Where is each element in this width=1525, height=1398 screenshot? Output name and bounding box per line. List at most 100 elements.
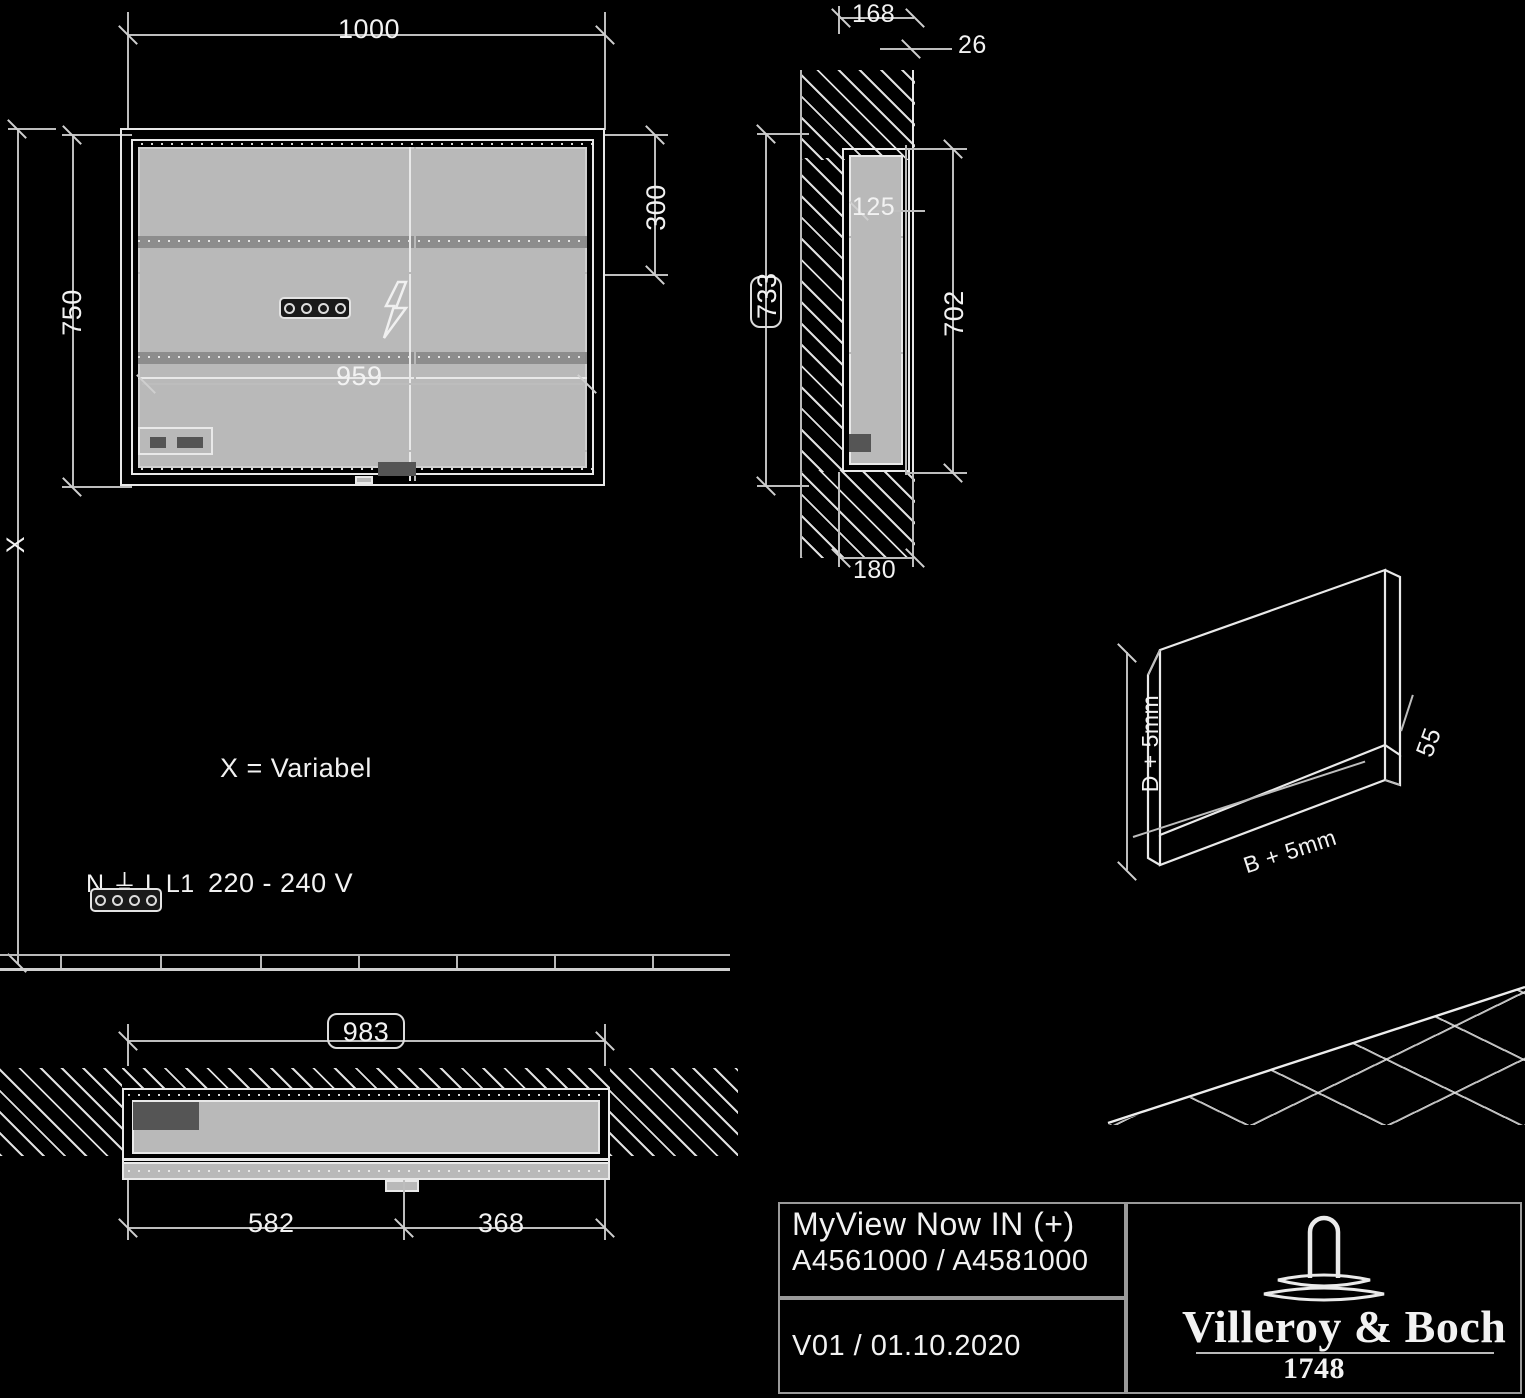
brand-year: 1748 xyxy=(1283,1352,1345,1385)
front-terminal-block xyxy=(279,297,351,319)
dim-ext-582-l xyxy=(127,1180,129,1240)
wall-face-back xyxy=(800,70,802,558)
dim-ext-300-top xyxy=(604,134,668,136)
note-terminal-hole-2 xyxy=(112,894,123,906)
dim-ext-300-bot xyxy=(604,274,668,276)
tile-mesh-edge xyxy=(1107,985,1525,1125)
dim-ext-right-1000 xyxy=(604,12,606,130)
dim-label-733: 733 xyxy=(752,272,782,319)
dim-line-300 xyxy=(654,134,656,274)
dim-label-d5: D + 5mm xyxy=(1137,694,1164,793)
dim-ext-702-b xyxy=(905,472,967,474)
terminal-hole-1 xyxy=(284,302,295,314)
dim-label-125: 125 xyxy=(852,193,896,221)
dim-ext-168-l xyxy=(838,6,840,34)
front-socket-rail xyxy=(213,450,587,452)
front-bottom-handle xyxy=(378,462,416,476)
plan-left-block xyxy=(133,1102,199,1130)
front-socket-opening-1 xyxy=(150,437,166,448)
iso-niche-view xyxy=(1146,568,1402,867)
wall-hatch-lower xyxy=(800,470,915,558)
note-terminal-hole-3 xyxy=(129,894,140,906)
plan-cabinet-inner xyxy=(132,1100,600,1154)
dim-line-125 xyxy=(855,210,925,212)
lightning-bolt-icon xyxy=(382,280,409,339)
title-article-numbers: A4561000 / A4581000 xyxy=(792,1245,1089,1277)
dim-line-26 xyxy=(880,48,952,50)
front-shelf-lower-edge xyxy=(138,377,587,379)
dim-ext-702-t xyxy=(905,148,967,150)
dim-box-983: 983 xyxy=(327,1013,405,1049)
front-door-divider-2 xyxy=(414,147,416,481)
front-socket-opening-2 xyxy=(177,437,203,448)
title-product-name: MyView Now IN (+) xyxy=(792,1206,1075,1242)
floor-line xyxy=(0,968,730,971)
front-door-divider xyxy=(409,147,411,481)
front-shelf-mid xyxy=(138,352,587,364)
wall-hatch-left xyxy=(800,158,842,472)
dim-ext-x-top xyxy=(8,128,56,130)
plan-cabinet-dots-top xyxy=(128,1094,604,1096)
dim-ext-983-r xyxy=(604,1024,606,1066)
side-shelf-2 xyxy=(849,352,903,354)
plan-hatch-top xyxy=(122,1068,610,1090)
front-frame-dot-bottom xyxy=(131,468,594,470)
wall-hatch-upper xyxy=(800,70,915,160)
note-voltage: 220 - 240 V xyxy=(208,868,354,898)
floor-tile-6 xyxy=(554,954,556,968)
front-shelf-top-dots xyxy=(138,240,587,242)
front-shelf-top xyxy=(138,236,587,248)
front-center-mark-h xyxy=(349,281,377,283)
plan-front-face xyxy=(122,1158,610,1161)
front-cabinet-outer xyxy=(120,128,605,486)
dim-ext-983-l xyxy=(127,1024,129,1066)
floor-tile-4 xyxy=(358,954,360,968)
side-cabinet-inner xyxy=(849,155,903,465)
front-bottom-marker xyxy=(355,476,373,484)
dim-ext-733-b xyxy=(757,485,809,487)
dim-ext-mid xyxy=(403,1180,405,1240)
dim-label-702: 702 xyxy=(938,290,969,337)
front-cabinet-inner xyxy=(131,139,594,475)
dim-label-180: 180 xyxy=(853,556,897,584)
plan-handle xyxy=(385,1180,419,1192)
title-block-logo-cell xyxy=(1126,1202,1522,1394)
dim-line-983 xyxy=(127,1040,605,1042)
villeroy-boch-logo-mark xyxy=(1263,1215,1385,1302)
plan-door-dots xyxy=(128,1170,604,1172)
floor-tile-5 xyxy=(456,954,458,968)
plan-hatch-left xyxy=(0,1068,122,1156)
note-terminal-block xyxy=(90,888,162,912)
dim-line-x xyxy=(17,128,19,964)
terminal-hole-4 xyxy=(335,302,346,314)
dim-line-959 xyxy=(142,383,583,385)
floor-tile-2 xyxy=(160,954,162,968)
dim-label-x: X xyxy=(2,535,31,554)
terminal-hole-3 xyxy=(318,302,329,314)
dim-label-height-750: 750 xyxy=(56,289,87,336)
dim-ext-180-r xyxy=(912,472,914,567)
dim-ext-368-r xyxy=(604,1180,606,1240)
dim-ext-180-l xyxy=(838,472,840,567)
dim-label-26: 26 xyxy=(958,31,987,59)
dim-line-168 xyxy=(838,17,914,19)
dim-line-width-1000 xyxy=(127,34,605,36)
plan-hatch-right xyxy=(610,1068,738,1156)
side-cabinet-body xyxy=(842,148,910,472)
floor-tile-1 xyxy=(60,954,62,968)
front-frame-dot-top xyxy=(131,143,594,145)
note-terminal-hole-4 xyxy=(146,894,157,906)
front-shelf-mid-dots xyxy=(138,356,587,358)
side-shelf-1 xyxy=(849,236,903,238)
brand-name: Villeroy & Boch xyxy=(1182,1301,1507,1352)
dim-line-582 xyxy=(127,1227,403,1229)
dim-ext-bot-750 xyxy=(62,486,132,488)
side-door-pane xyxy=(905,145,907,475)
dim-ext-top-750 xyxy=(62,134,132,136)
side-bottom-detail xyxy=(849,434,871,452)
dim-line-height-750 xyxy=(72,134,74,486)
note-variable: X = Variabel xyxy=(220,753,372,783)
floor-tile-3 xyxy=(260,954,262,968)
title-revision: V01 / 01.10.2020 xyxy=(792,1330,1021,1362)
